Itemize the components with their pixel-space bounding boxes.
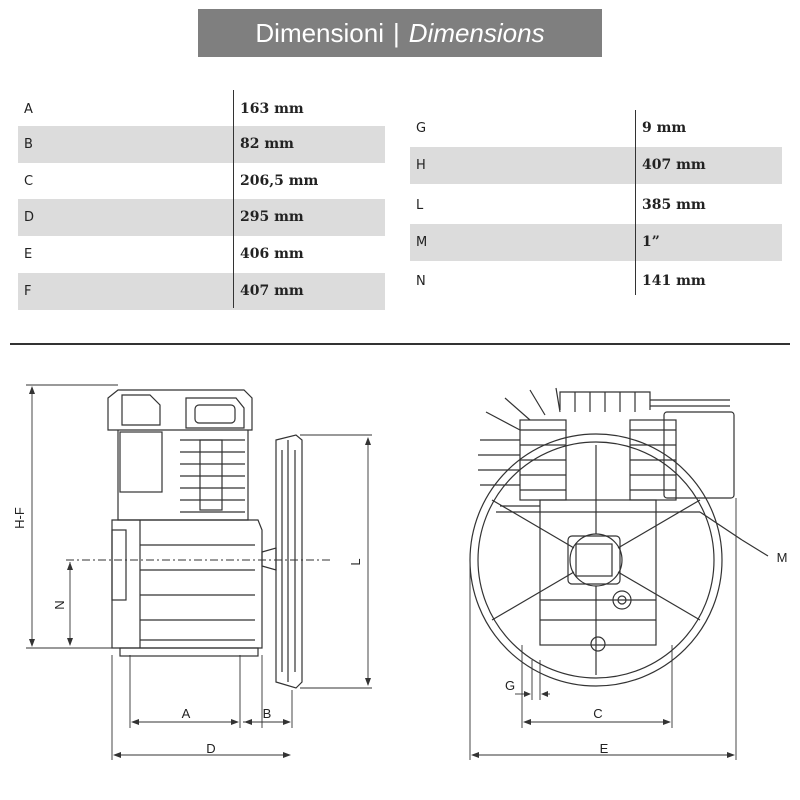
- dimension-label: L: [416, 198, 424, 213]
- table-row: F 407 mm: [18, 273, 385, 310]
- dimension-value: 406 mm: [240, 246, 304, 262]
- table-row: N 141 mm: [410, 263, 782, 300]
- table-row: A 163 mm: [18, 91, 385, 128]
- dimension-label: E: [24, 247, 33, 262]
- dimension-table-left: A 163 mm B 82 mm C 206,5 mm D 295 mm E 4…: [18, 90, 385, 310]
- dimension-value: 295 mm: [240, 209, 304, 225]
- dimension-value: 407 mm: [240, 283, 304, 299]
- title-english: Dimensions: [408, 17, 545, 48]
- dimension-value: 9 mm: [642, 120, 687, 136]
- dimension-label: H: [416, 158, 426, 173]
- table-row: L 385 mm: [410, 187, 782, 224]
- dim-label-e: E: [600, 741, 609, 756]
- column-divider: [635, 110, 636, 295]
- dim-label-a: A: [182, 706, 191, 721]
- dimension-label: M: [416, 235, 428, 250]
- page-title: Dimensioni | Dimensions: [198, 9, 602, 57]
- title-italian: Dimensioni: [255, 17, 384, 48]
- dim-label-g: G: [505, 678, 515, 693]
- dimension-value: 141 mm: [642, 273, 706, 289]
- table-row: B 82 mm: [18, 126, 385, 163]
- dimension-label: G: [416, 121, 427, 136]
- dim-label-m: M: [777, 550, 788, 565]
- dim-label-d: D: [206, 741, 215, 756]
- section-divider: [10, 343, 790, 345]
- dim-label-l: L: [348, 558, 363, 565]
- dim-label-b: B: [263, 706, 272, 721]
- dimension-label: B: [24, 137, 33, 152]
- dimension-label: F: [24, 284, 32, 299]
- dim-label-n: N: [52, 600, 67, 609]
- dimension-label: N: [416, 274, 426, 289]
- table-row: D 295 mm: [18, 199, 385, 236]
- dimension-value: 407 mm: [642, 157, 706, 173]
- dimension-label: C: [24, 174, 34, 189]
- front-view: [469, 387, 769, 687]
- table-row: E 406 mm: [18, 236, 385, 273]
- dimension-value: 206,5 mm: [240, 173, 319, 189]
- side-view: [107, 389, 303, 689]
- table-row: M 1”: [410, 224, 782, 261]
- dimension-label: A: [24, 102, 33, 117]
- dim-label-hf: H-F: [12, 507, 27, 529]
- column-divider: [233, 90, 234, 308]
- table-row: G 9 mm: [410, 110, 782, 147]
- table-row: C 206,5 mm: [18, 163, 385, 200]
- dimension-value: 385 mm: [642, 197, 706, 213]
- dim-label-c: C: [593, 706, 602, 721]
- dimension-value: 82 mm: [240, 136, 294, 152]
- table-row: H 407 mm: [410, 147, 782, 184]
- dimension-value: 163 mm: [240, 101, 304, 117]
- dimension-label: D: [24, 210, 35, 225]
- dimension-table-right: G 9 mm H 407 mm L 385 mm M 1” N 141 mm: [410, 110, 782, 295]
- dimension-value: 1”: [642, 234, 660, 250]
- title-separator: |: [393, 17, 400, 48]
